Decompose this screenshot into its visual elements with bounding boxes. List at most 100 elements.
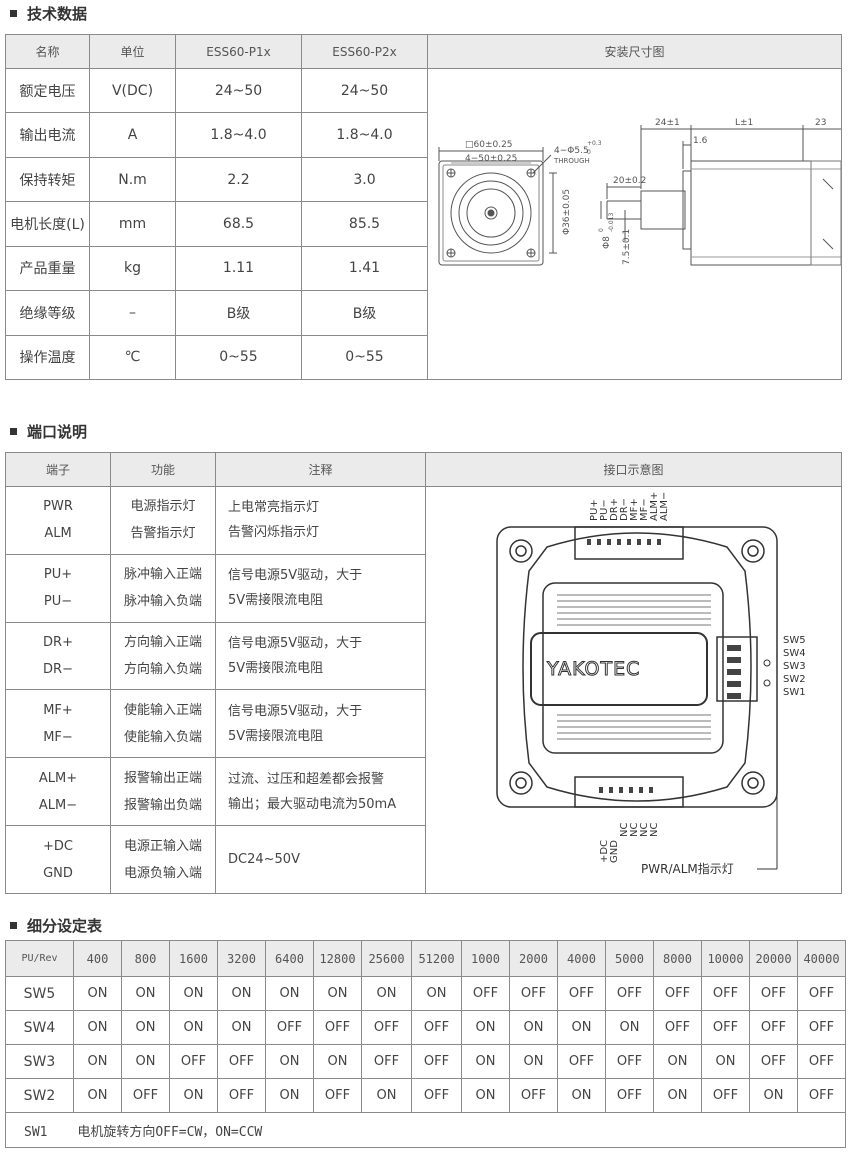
switch-state-cell: ON — [557, 1010, 606, 1045]
switch-state-cell: OFF — [411, 1010, 462, 1045]
switch-label: SW4 — [783, 648, 806, 659]
switch-state-cell: OFF — [701, 1010, 750, 1045]
cell: 1.11 — [175, 245, 302, 292]
cell: 电机长度(L) — [5, 201, 90, 247]
cell: A — [89, 112, 176, 158]
note-cell: 上电常亮指示灯告警闪烁指示灯 — [215, 486, 426, 555]
switch-label: SW1 — [783, 687, 806, 698]
switch-state-cell: ON — [411, 976, 462, 1011]
dim-holes-label: 4−Φ5.5 — [554, 146, 589, 156]
header-cell: 12800 — [313, 940, 362, 977]
function-text: 使能输入正端 — [123, 702, 202, 718]
switch-state-cell: ON — [653, 1078, 702, 1113]
function-text: 电源负输入端 — [123, 865, 202, 881]
table-row: 电机长度(L) mm 68.5 85.5 — [5, 201, 842, 247]
header-cell: 40000 — [797, 940, 846, 977]
cell: 0~55 — [301, 334, 428, 381]
switch-label: SW3 — [783, 661, 806, 672]
switch-label: SW5 — [783, 635, 806, 646]
switch-state-cell: OFF — [749, 976, 798, 1011]
switch-state-cell: ON — [461, 1044, 510, 1079]
header-cell: 安装尺寸图 — [427, 34, 842, 69]
note-text: 信号电源5V驱动，大于 — [228, 636, 363, 652]
dim-shaft-dia-label: Φ8 — [602, 236, 612, 249]
switch-state-cell: OFF — [121, 1078, 170, 1113]
header-cell: 10000 — [701, 940, 750, 977]
switch-state-cell: ON — [509, 1044, 558, 1079]
cell: 额定电压 — [5, 67, 90, 114]
sw1-note-cell: SW1 电机旋转方向OFF=CW，ON=CCW — [5, 1112, 846, 1148]
switch-label: SW2 — [783, 674, 806, 685]
cell: ℃ — [89, 334, 176, 381]
header-cell: 功能 — [110, 452, 216, 487]
switch-state-cell: OFF — [605, 976, 654, 1011]
dim-square-label: □60±0.25 — [465, 140, 513, 150]
table-row: SW1 电机旋转方向OFF=CW，ON=CCW — [5, 1112, 846, 1148]
note-text: 信号电源5V驱动，大于 — [228, 703, 363, 719]
header-cell: 400 — [73, 940, 122, 977]
header-cell: PU/Rev — [5, 940, 74, 977]
pin-label-top: PU+ — [589, 499, 600, 521]
switch-state-cell: OFF — [265, 1010, 314, 1045]
dim-7-5-label: 7.5±0.1 — [622, 229, 632, 265]
switch-state-cell: ON — [653, 1044, 702, 1079]
switch-state-cell: OFF — [313, 1078, 362, 1113]
interface-diagram-cell: YAKOTEC PU+ PU− DR+ DR− MF+ MF− ALM+ ALM… — [425, 486, 842, 894]
cell: kg — [89, 245, 176, 292]
dim-hole-spacing-label: 4−50±0.25 — [465, 154, 517, 164]
switch-state-cell: ON — [73, 1010, 122, 1045]
terminal-name: ALM+ — [38, 770, 78, 786]
note-text: 上电常亮指示灯 — [228, 500, 320, 516]
cell: 1.41 — [301, 245, 428, 292]
switch-state-cell: OFF — [313, 1010, 362, 1045]
section-title-subdivision: 细分设定表 — [10, 915, 102, 935]
bullet-square-icon — [10, 9, 17, 17]
header-cell: 1000 — [461, 940, 510, 977]
header-cell: 25600 — [361, 940, 412, 977]
switch-state-cell: OFF — [217, 1044, 266, 1079]
dim-holes-tol-lower: 0 — [587, 149, 591, 156]
dim-1-6-label: 1.6 — [693, 136, 708, 146]
header-cell: 端子 — [5, 452, 111, 487]
function-text: 脉冲输入负端 — [123, 594, 202, 610]
header-cell: 名称 — [5, 34, 90, 69]
cell: 绝缘等级 — [5, 290, 90, 336]
cell: V(DC) — [89, 67, 176, 114]
table-row: 产品重量 kg 1.11 1.41 — [5, 245, 842, 292]
switch-state-cell: ON — [73, 1078, 122, 1113]
switch-state-cell: ON — [313, 976, 362, 1011]
dim-shaft-tol-upper: 0 — [598, 228, 605, 232]
header-cell: 20000 — [749, 940, 798, 977]
dim-diameter36-label: Φ36±0.05 — [562, 189, 572, 235]
cell: 68.5 — [175, 201, 302, 247]
mounting-dimension-drawing: □60±0.25 4−50±0.25 4−Φ5.5 +0.3 0 THROUGH… — [438, 118, 841, 266]
switch-state-cell: ON — [313, 1044, 362, 1079]
dim-23-label: 23 — [815, 118, 826, 128]
dim-length-label: L±1 — [735, 118, 753, 128]
cell: 2.2 — [175, 156, 302, 203]
pin-label-top: ALM− — [659, 492, 670, 521]
function-text: 方向输入正端 — [123, 635, 202, 651]
header-cell: 单位 — [89, 34, 176, 69]
note-cell: 过流、过压和超差都会报警输出；最大驱动电流为50mA — [215, 757, 426, 827]
header-cell: 8000 — [653, 940, 702, 977]
bullet-square-icon — [10, 427, 17, 435]
terminal-name: PU+ — [43, 567, 73, 583]
pin-label-top: MF+ — [629, 498, 640, 521]
pin-label-top: MF− — [639, 498, 650, 521]
function-cell: 电源正输入端电源负输入端 — [110, 825, 216, 894]
switch-state-cell: ON — [169, 976, 218, 1011]
switch-state-cell: ON — [265, 1044, 314, 1079]
switch-state-cell: OFF — [605, 1078, 654, 1113]
terminal-name: ALM — [44, 526, 72, 542]
